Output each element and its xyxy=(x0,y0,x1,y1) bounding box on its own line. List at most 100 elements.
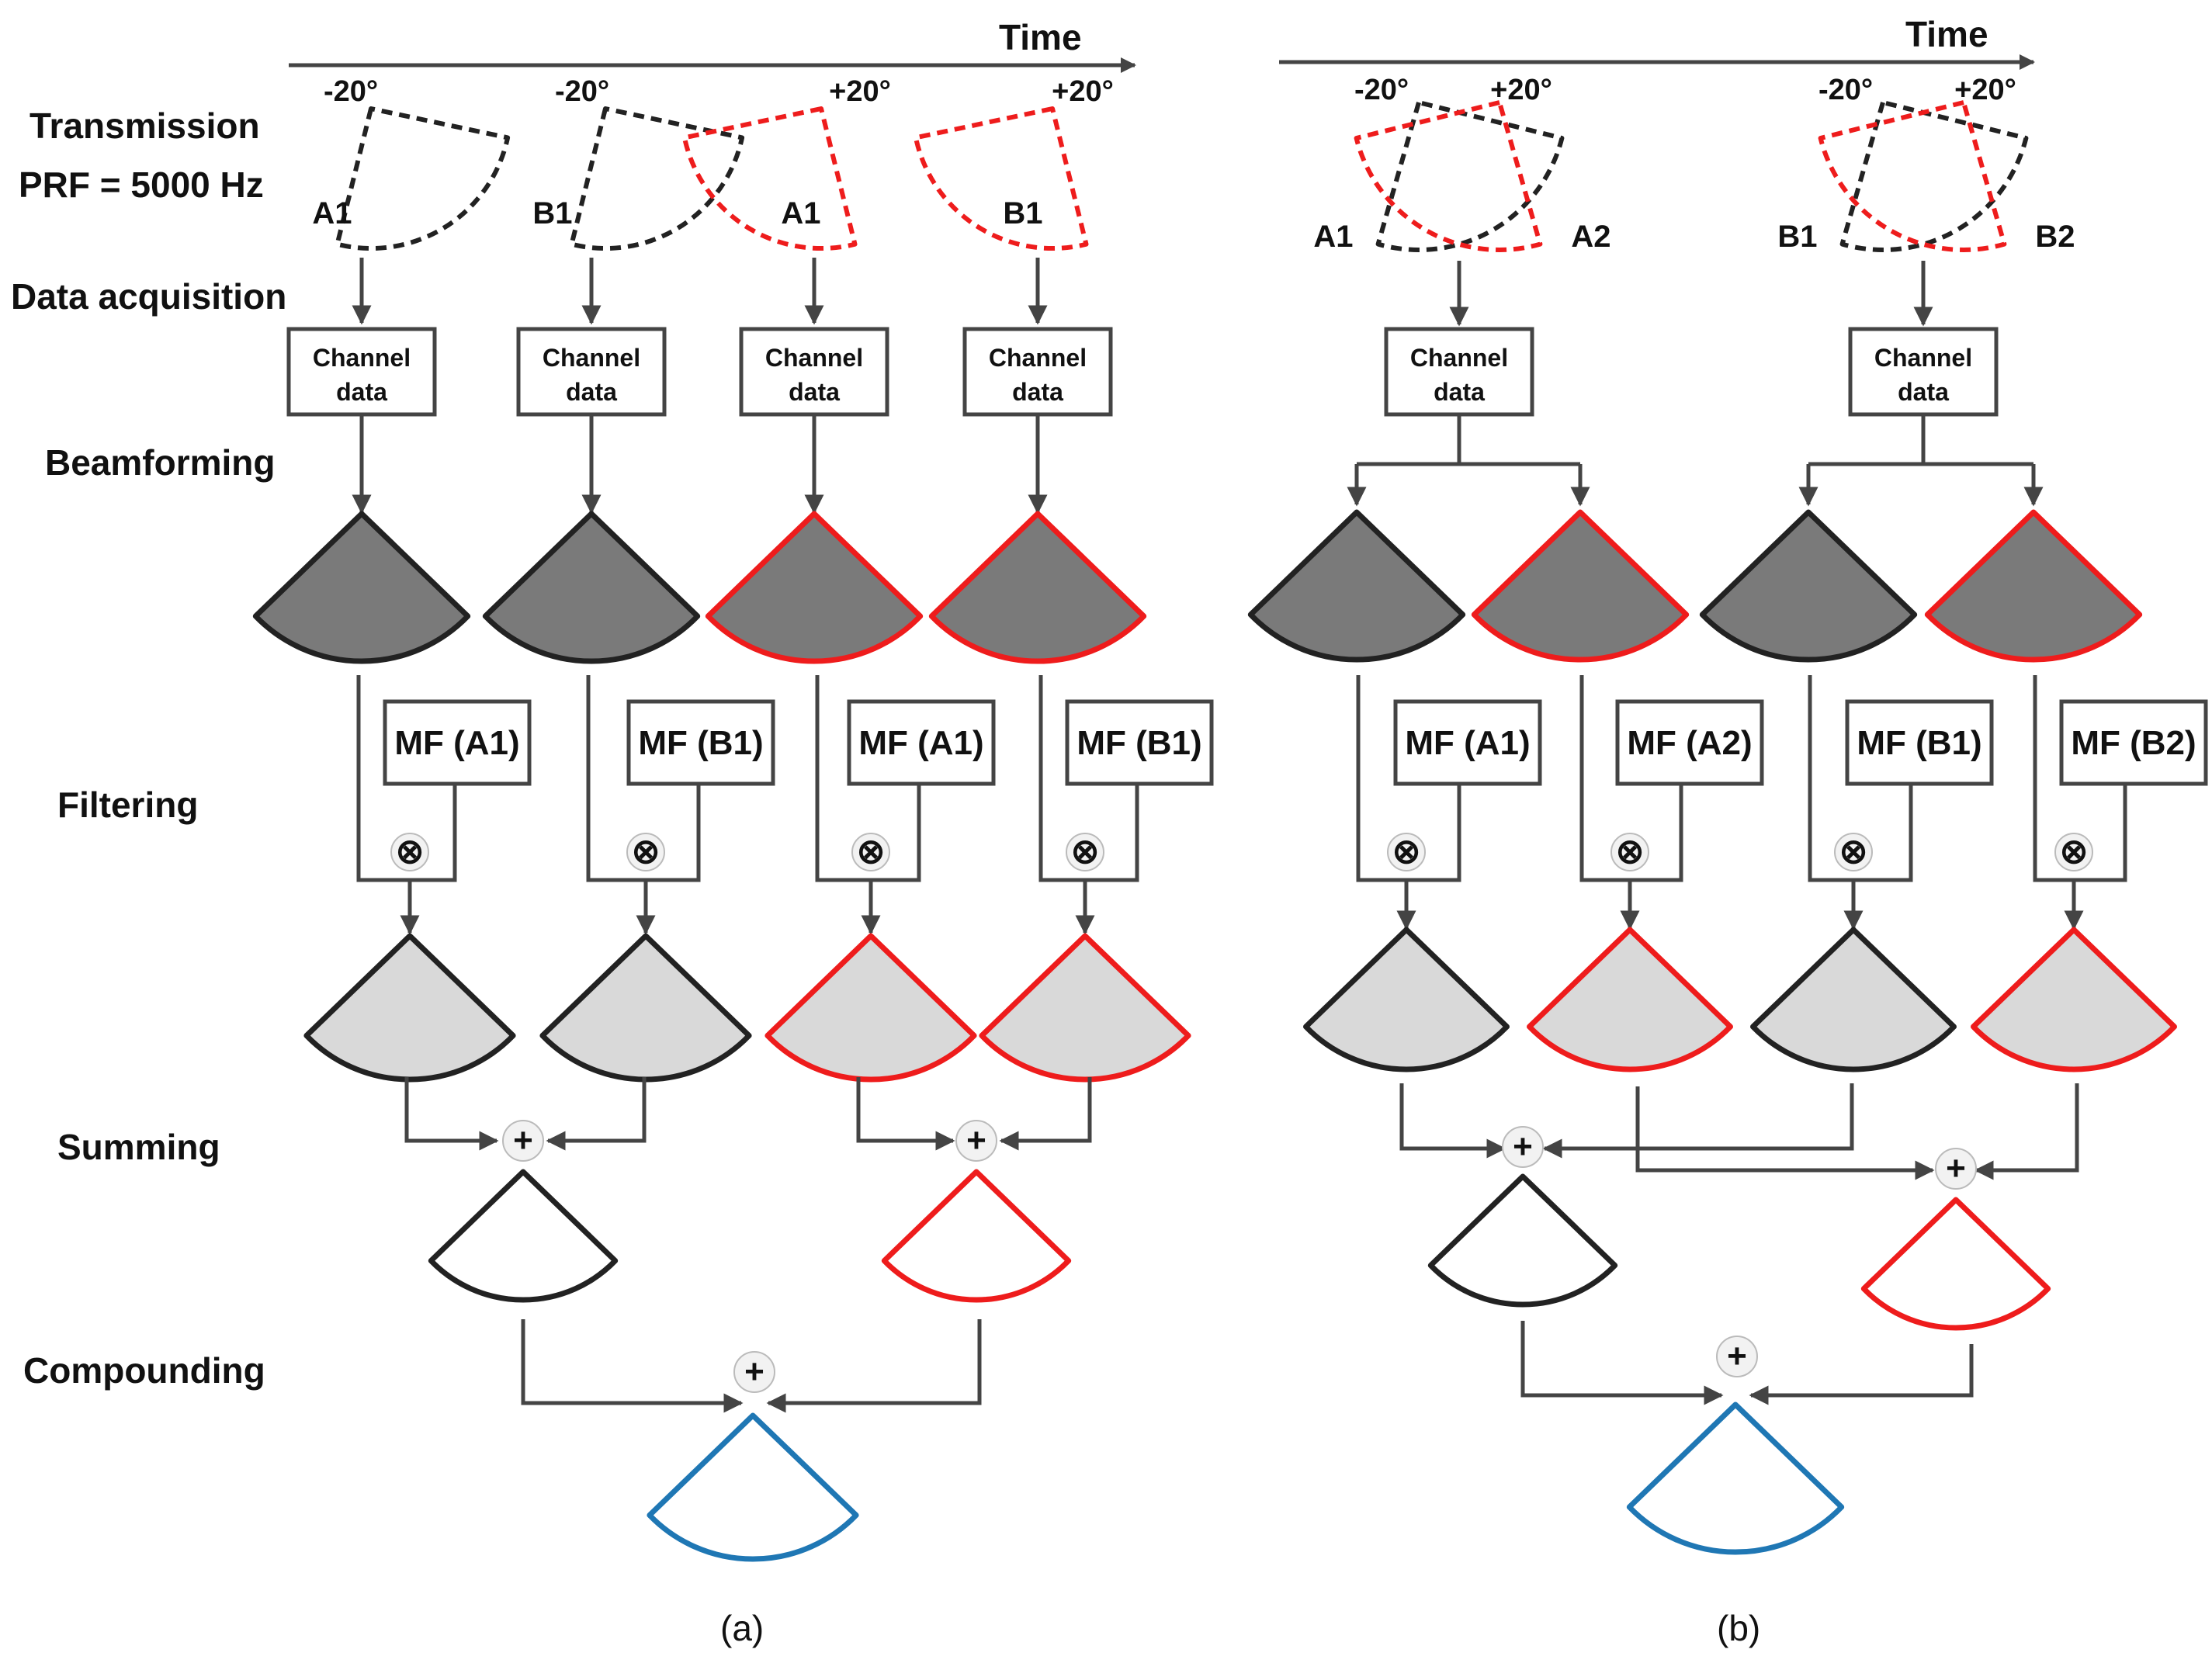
channel-label-line2: data xyxy=(789,378,840,406)
filter-path xyxy=(2033,675,2127,882)
matched-filter-box xyxy=(2059,699,2208,786)
filter-label: MF (A1) xyxy=(1405,724,1530,762)
summed-image xyxy=(1860,1197,2051,1331)
channel-label-line1: Channel xyxy=(765,344,863,372)
transmit-fan xyxy=(913,106,1089,251)
filter-path xyxy=(356,675,457,882)
transmit-angle-label: +20° xyxy=(1490,74,1552,106)
sum-path-b1-red xyxy=(999,1077,1092,1151)
time-label-a: Time xyxy=(999,17,1082,57)
filtered-image xyxy=(539,933,752,1083)
sector-label: B1 xyxy=(1003,196,1042,230)
time-axis-b: Time xyxy=(1279,14,2035,70)
sector-label: A2 xyxy=(1571,220,1610,254)
channel-data-box xyxy=(286,327,437,417)
sum-operator xyxy=(1935,1148,1977,1190)
filter-path xyxy=(815,675,921,882)
caption-a: (a) xyxy=(720,1608,764,1648)
transmit-fan xyxy=(569,106,745,251)
channel-label-line2: data xyxy=(1434,378,1485,406)
multiply-operator-symbol: ⊗ xyxy=(1071,833,1100,871)
sum-operator xyxy=(1502,1126,1544,1168)
sector-label: B1 xyxy=(1777,220,1817,254)
filtered-image xyxy=(979,933,1191,1083)
filter-label: MF (A1) xyxy=(394,724,519,762)
transmit-angle-label: -20° xyxy=(1354,74,1409,106)
channel-label-line1: Channel xyxy=(1874,344,1972,372)
channel-label-line1: Channel xyxy=(313,344,411,372)
transmit-angle-label: +20° xyxy=(1052,75,1114,108)
multiply-operator-symbol: ⊗ xyxy=(1392,833,1421,871)
filter-label: MF (B1) xyxy=(638,724,763,762)
compound-path-left xyxy=(1520,1321,1724,1405)
multiply-operator xyxy=(1610,833,1649,871)
sector-label: A1 xyxy=(312,196,352,230)
channel-label-line2: data xyxy=(566,378,617,406)
multiply-operator xyxy=(390,833,429,871)
sum-path-a1 xyxy=(1399,1083,1506,1159)
multiply-operator xyxy=(1834,833,1873,871)
channel-label-line1: Channel xyxy=(989,344,1087,372)
channel-data-box xyxy=(1384,327,1534,417)
multiply-operator xyxy=(851,833,890,871)
filtered-image xyxy=(303,933,516,1083)
multiply-operator-symbol: ⊗ xyxy=(2060,833,2089,871)
compounded-image xyxy=(1626,1401,1845,1555)
channel-data-box xyxy=(739,327,889,417)
stage-label-compounding: Compounding xyxy=(23,1350,265,1391)
transmit-angle-label: -20° xyxy=(555,75,609,108)
filter-path xyxy=(1038,675,1139,882)
multiply-operator-symbol: ⊗ xyxy=(1839,833,1868,871)
transmit-fan xyxy=(335,106,511,251)
caption-b: (b) xyxy=(1717,1608,1760,1648)
filtered-image xyxy=(1303,927,1510,1072)
beamformed-image xyxy=(1699,509,1918,663)
channel-label-line1: Channel xyxy=(1410,344,1508,372)
sum-operator-symbol: + xyxy=(1946,1149,1966,1187)
summed-image xyxy=(881,1169,1072,1303)
channel-data-box xyxy=(962,327,1113,417)
beamformed-image xyxy=(252,511,471,664)
compound-path-right xyxy=(1749,1344,1974,1405)
filter-path xyxy=(586,675,701,882)
sector-label: B1 xyxy=(532,196,572,230)
stage-label-filtering: Filtering xyxy=(57,785,198,825)
sum-operator-symbol: + xyxy=(966,1121,986,1159)
sum-operator-symbol: + xyxy=(513,1121,533,1159)
matched-filter-box xyxy=(1393,699,1542,786)
filter-label: MF (B2) xyxy=(2071,724,2196,762)
matched-filter-box xyxy=(383,699,532,786)
matched-filter-box xyxy=(626,699,775,786)
channel-label-line2: data xyxy=(1898,378,1949,406)
channel-label-line2: data xyxy=(336,378,387,406)
multiply-operator xyxy=(1066,833,1104,871)
compound-operator-symbol: + xyxy=(744,1353,764,1391)
sum-path-b2 xyxy=(1974,1083,2079,1180)
filter-path xyxy=(1356,675,1461,882)
transmit-angle-label: +20° xyxy=(829,75,891,108)
time-label-b: Time xyxy=(1905,14,1988,54)
sum-path-b1 xyxy=(546,1077,647,1151)
filter-label: MF (B1) xyxy=(1077,724,1201,762)
compounded-image xyxy=(647,1412,859,1562)
channel-label-line1: Channel xyxy=(543,344,640,372)
filter-label: MF (A1) xyxy=(858,724,983,762)
compound-operator xyxy=(733,1351,775,1393)
transmit-angle-label: -20° xyxy=(1818,74,1873,106)
beamformed-image xyxy=(1471,509,1690,663)
multiply-operator-symbol: ⊗ xyxy=(857,833,886,871)
filter-path xyxy=(1808,675,1913,882)
multiply-operator xyxy=(2054,833,2093,871)
multiply-operator xyxy=(626,833,665,871)
sum-operator-symbol: + xyxy=(1513,1128,1533,1166)
multiply-operator-symbol: ⊗ xyxy=(632,833,660,871)
sum-path-a1 xyxy=(404,1077,499,1151)
transmit-angle-label: +20° xyxy=(1954,74,2016,106)
sector-label: B2 xyxy=(2035,220,2075,254)
sum-operator xyxy=(955,1120,997,1162)
multiply-operator xyxy=(1387,833,1426,871)
multiply-operator-symbol: ⊗ xyxy=(1616,833,1645,871)
beamformed-image xyxy=(482,511,701,664)
sector-label: A1 xyxy=(781,196,820,230)
beamformed-image xyxy=(705,511,924,664)
